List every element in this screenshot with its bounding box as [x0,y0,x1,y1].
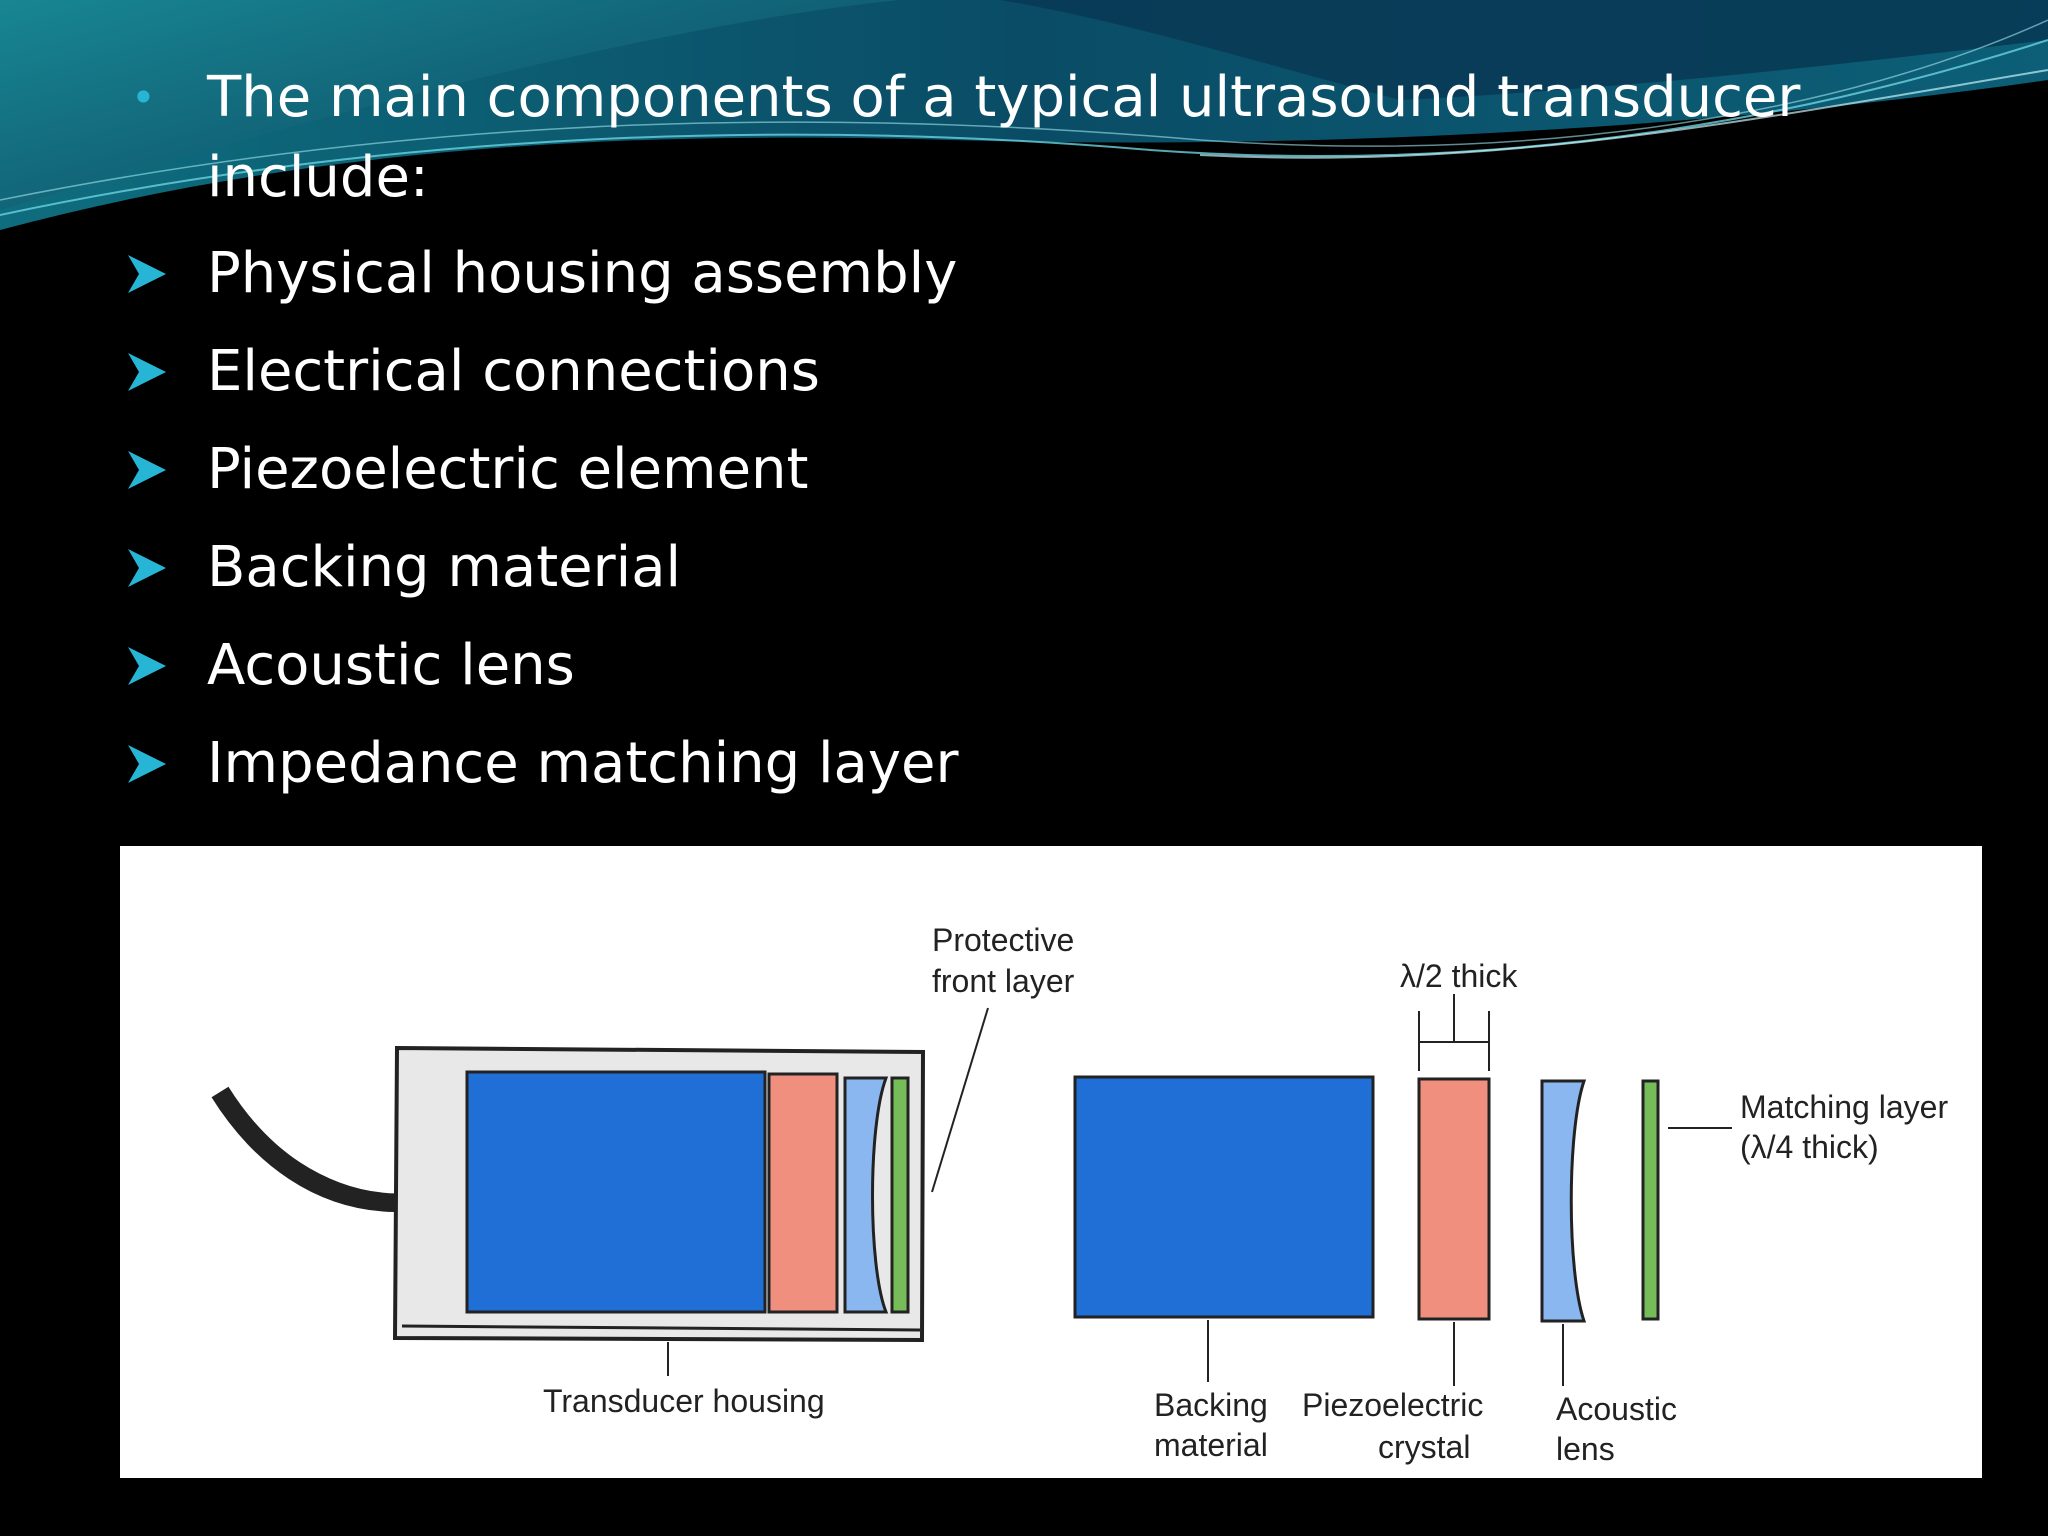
arrow-bullet-icon [128,647,166,685]
list-item-text: Impedance matching layer [207,731,959,796]
bullet-list: • The main components of a typical ultra… [125,58,1985,822]
label-acoustic: Acoustic [1556,1391,1677,1427]
housing-piezo-block [767,1072,839,1314]
arrow-bullet-icon [128,549,166,587]
arrow-bullet-icon [128,353,166,391]
list-item-text: Piezoelectric element [207,437,809,502]
list-item: Backing material [125,528,1985,626]
lead-text: The main components of a typical ultraso… [207,65,1801,210]
label-crystal: crystal [1378,1429,1470,1465]
arrow-bullet-icon [128,451,166,489]
piezoelectric-crystal-block [1417,1077,1491,1321]
housing-matching-layer [890,1076,910,1314]
housing-backing-block [465,1070,767,1314]
label-piezoelectric: Piezoelectric [1302,1387,1483,1423]
arrow-bullet-icon [128,745,166,783]
label-quarter-wavelength: (λ/4 thick) [1740,1129,1879,1165]
arrow-bullet-icon [128,255,166,293]
label-front-layer: front layer [932,963,1075,999]
bullet-dot-icon: • [131,73,156,122]
label-protective: Protective [932,922,1074,958]
list-item-text: Backing material [207,535,682,600]
transducer-diagram: Protective front layer λ/2 thick Matchin… [120,846,1982,1478]
label-lens: lens [1556,1431,1615,1467]
label-matching-layer: Matching layer [1740,1089,1948,1125]
cable-icon [211,1086,396,1212]
housing-lens-block [843,1076,889,1314]
list-item: Impedance matching layer [125,724,1985,822]
list-item-text: Physical housing assembly [207,241,958,306]
label-material: material [1154,1427,1268,1463]
list-item: Physical housing assembly [125,234,1985,332]
list-item: Acoustic lens [125,626,1985,724]
lead-bullet: • The main components of a typical ultra… [125,58,1985,218]
list-item: Piezoelectric element [125,430,1985,528]
label-transducer-housing: Transducer housing [543,1383,825,1419]
label-half-wavelength: λ/2 thick [1400,958,1518,994]
list-item-text: Acoustic lens [207,633,575,698]
matching-layer-block [1641,1079,1660,1321]
label-backing: Backing [1154,1387,1268,1423]
acoustic-lens-block [1540,1079,1587,1323]
list-item: Electrical connections [125,332,1985,430]
list-item-text: Electrical connections [207,339,820,404]
backing-material-block [1073,1075,1375,1319]
